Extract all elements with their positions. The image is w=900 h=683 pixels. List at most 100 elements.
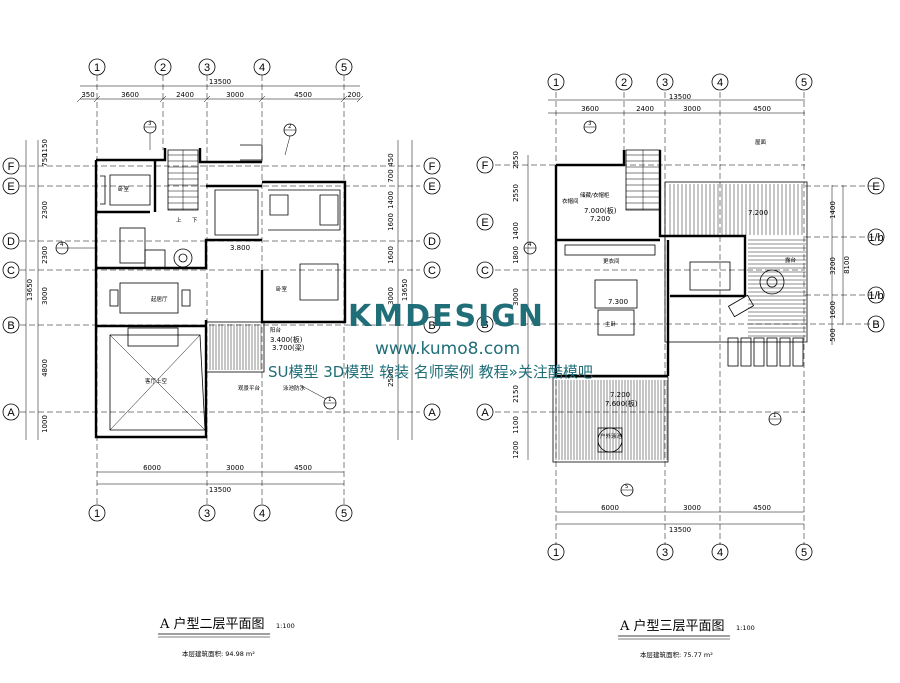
room-label: 观景平台 bbox=[238, 384, 261, 392]
axis-label: 1 bbox=[94, 62, 100, 74]
dimension-value: 2150 bbox=[512, 385, 520, 403]
dimension-value: 350 bbox=[81, 91, 94, 99]
dimension-value: 2300 bbox=[41, 246, 49, 264]
axis-bubble: 5 bbox=[795, 73, 813, 91]
axis-label: A bbox=[7, 407, 15, 419]
left-total-dimension: 13650 bbox=[26, 279, 34, 301]
axis-label: 1 bbox=[553, 77, 559, 89]
axis-label: B bbox=[428, 320, 435, 332]
axis-label: D bbox=[428, 236, 436, 248]
axis-bubble: 3 bbox=[656, 73, 674, 91]
floor-area: 本层建筑面积: 75.77 m² bbox=[640, 650, 713, 659]
dimension-value: 1800 bbox=[512, 246, 520, 264]
dimension-value: 1600 bbox=[387, 246, 395, 264]
section-callout: 5 bbox=[620, 483, 634, 497]
axis-bubble: 3 bbox=[198, 58, 216, 76]
axis-bubble: 4 bbox=[711, 543, 729, 561]
dimension-value: 4500 bbox=[294, 91, 312, 99]
sun-loungers bbox=[727, 337, 804, 367]
dimension-value: 1400 bbox=[512, 222, 520, 240]
room-label: 卧室 bbox=[276, 285, 288, 293]
svg-text:1: 1 bbox=[773, 413, 777, 419]
room-label: 卧室 bbox=[118, 185, 130, 193]
balcony-hatch bbox=[209, 324, 262, 370]
section-callout: 2 bbox=[283, 123, 297, 156]
svg-text:4: 4 bbox=[60, 242, 64, 248]
dimension-value: 500 bbox=[829, 328, 837, 341]
axis-bubble: 5 bbox=[795, 543, 813, 561]
axis-bubble: C bbox=[476, 261, 494, 279]
svg-text:3: 3 bbox=[148, 121, 152, 127]
axis-label: F bbox=[429, 161, 436, 173]
dimension-value: 1400 bbox=[829, 201, 837, 219]
section-callout: 4 bbox=[55, 241, 96, 255]
right-axis-bubbles: E1/b1/bB bbox=[867, 177, 885, 333]
axis-bubble: 1 bbox=[88, 58, 106, 76]
sun-lounger bbox=[766, 337, 778, 367]
axis-bubble: 1 bbox=[547, 73, 565, 91]
room-label: 泳池防水 bbox=[283, 384, 306, 392]
sun-lounger bbox=[740, 337, 752, 367]
room-label: 起居厅 bbox=[151, 296, 168, 303]
axis-label: F bbox=[8, 161, 15, 173]
axis-label: B bbox=[872, 319, 879, 331]
dimension-value: 3000 bbox=[226, 91, 244, 99]
stair-label: 上 bbox=[176, 216, 182, 224]
axis-label: 5 bbox=[801, 77, 807, 89]
axis-bubble: F bbox=[476, 156, 494, 174]
room-label: 客厅上空 bbox=[145, 377, 168, 385]
axis-bubble: C bbox=[2, 261, 20, 279]
axis-label: 1 bbox=[94, 508, 100, 520]
dimension-value: 200 bbox=[347, 91, 360, 99]
elevation-label: 7.300 bbox=[608, 298, 628, 306]
stair-treads bbox=[626, 150, 660, 210]
dimension-value: 1200 bbox=[512, 441, 520, 459]
plan-title: A 户型二层平面图 bbox=[159, 616, 265, 632]
sun-lounger bbox=[727, 337, 739, 367]
dimension-value: 1600 bbox=[387, 213, 395, 231]
axis-label: B bbox=[481, 319, 488, 331]
right-total-dimension: 13650 bbox=[401, 279, 409, 301]
dimension-value: 2550 bbox=[512, 184, 520, 202]
section-callout: 4 bbox=[523, 241, 537, 255]
axis-label: 4 bbox=[717, 547, 723, 559]
axis-bubble: 2 bbox=[615, 73, 633, 91]
sun-lounger bbox=[792, 337, 804, 367]
dimension-value: 3000 bbox=[683, 105, 701, 113]
axis-bubble: E bbox=[476, 213, 494, 231]
dimension-value: 3600 bbox=[121, 91, 139, 99]
top-total-dimension: 13500 bbox=[209, 78, 231, 86]
plan-title: A 户型三层平面图 bbox=[619, 618, 725, 634]
axis-label: 2 bbox=[621, 77, 627, 89]
room-label: 阳台 bbox=[270, 326, 282, 334]
axis-bubble: 1 bbox=[547, 543, 565, 561]
axis-label: 4 bbox=[259, 62, 265, 74]
axis-label: E bbox=[7, 181, 14, 193]
axis-label: D bbox=[7, 236, 15, 248]
axis-bubble: B bbox=[2, 316, 20, 334]
axis-bubble: C bbox=[423, 261, 441, 279]
axis-bubble: 4 bbox=[253, 504, 271, 522]
elevation-label: 7.600(板) bbox=[605, 399, 638, 408]
bottom-total-dimension: 13500 bbox=[669, 526, 691, 534]
svg-text:5: 5 bbox=[625, 484, 629, 490]
elevation-label: 3.700(梁) bbox=[272, 343, 305, 352]
elevation-label: 3.400(板) bbox=[270, 335, 303, 344]
dimension-value: 1150 bbox=[41, 139, 49, 157]
svg-text:3: 3 bbox=[588, 121, 592, 127]
axis-label: E bbox=[872, 181, 879, 193]
room-label: 户外泳池 bbox=[600, 432, 623, 440]
dimension-value: 6000 bbox=[601, 504, 619, 512]
watermark-brand: KMDESIGN bbox=[348, 299, 545, 334]
sun-lounger bbox=[779, 337, 791, 367]
